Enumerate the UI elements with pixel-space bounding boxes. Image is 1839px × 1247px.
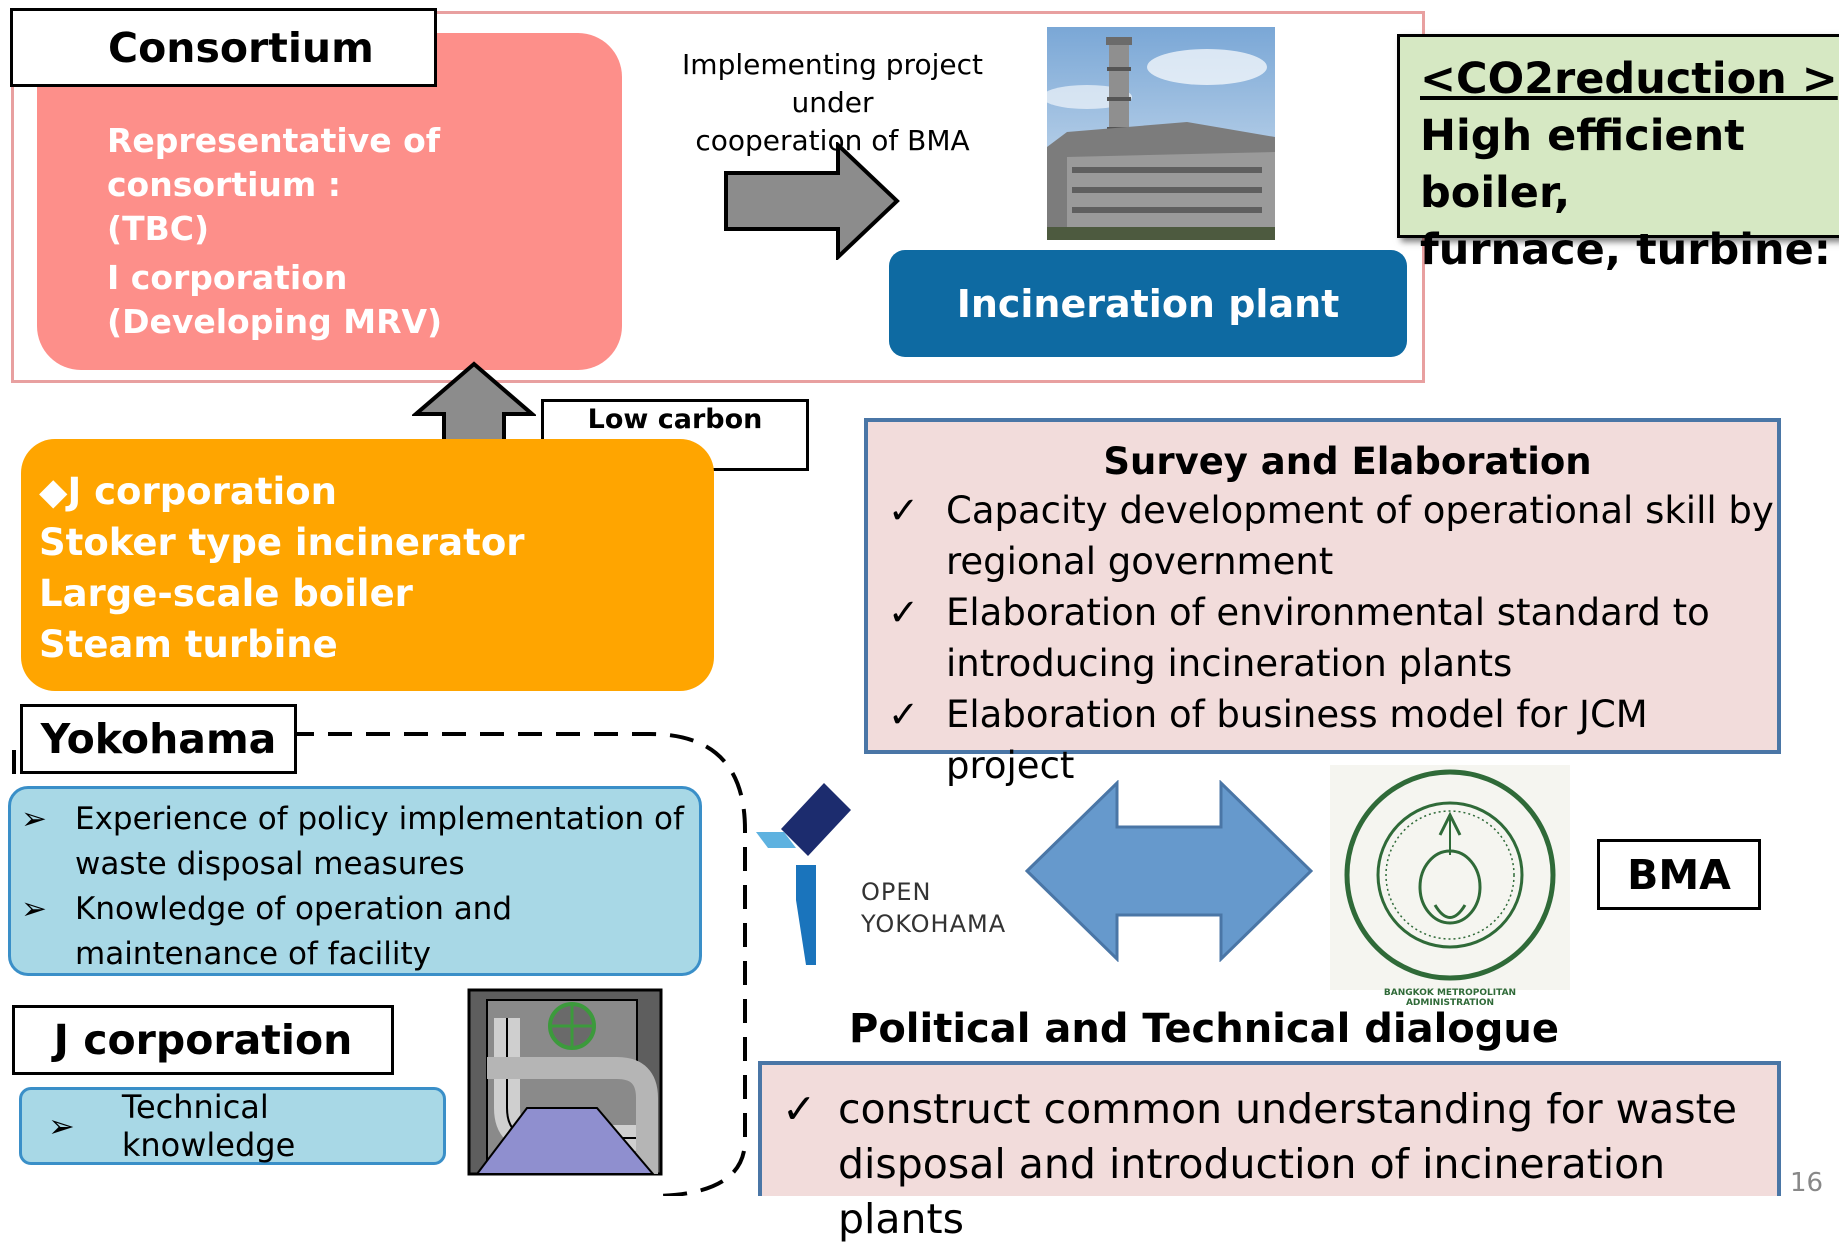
co2-reduction-box: <CO2reduction > High efficient boiler, f…	[1397, 34, 1839, 275]
j-corp-item: Large-scale boiler	[39, 572, 413, 615]
open-yokohama-line2: YOKOHAMA	[861, 910, 1007, 938]
co2-line1: High efficient boiler,	[1420, 111, 1745, 218]
yokohama-label: Yokohama	[20, 704, 297, 774]
implementing-text: Implementing project under cooperation o…	[640, 46, 1025, 160]
implementing-line2: cooperation of BMA	[695, 124, 970, 157]
double-arrow	[1025, 780, 1313, 962]
dialogue-list: ✓construct common understanding for wast…	[762, 1082, 1777, 1247]
co2-title: <CO2reduction >	[1420, 54, 1838, 104]
survey-item: ✓Elaboration of environmental standard t…	[868, 587, 1777, 689]
arrow-bullet-icon: ➢	[21, 801, 47, 837]
co2-line2: furnace, turbine:	[1420, 225, 1831, 275]
low-carbon-line1: Low carbon	[587, 404, 763, 435]
j-corp-item: Stoker type incinerator	[39, 521, 525, 564]
yokohama-item: ➢ Knowledge of operation and maintenance…	[11, 887, 689, 977]
consortium-representative: Representative of consortium : (TBC)	[107, 119, 617, 251]
i-corp-role: (Developing MRV)	[107, 302, 443, 341]
yokohama-box: ➢ Experience of policy implementation of…	[8, 786, 702, 976]
gray-right-arrow	[724, 142, 900, 260]
consortium-label: Consortium	[10, 8, 437, 87]
consortium-i-corp: I corporation (Developing MRV)	[107, 256, 617, 344]
survey-list: ✓Capacity development of operational ski…	[868, 485, 1777, 791]
i-corp-name: I corporation	[107, 258, 348, 297]
check-icon: ✓	[888, 489, 920, 532]
open-yokohama-line1: OPEN	[861, 878, 932, 906]
j-corporation-label: J corporation	[12, 1005, 394, 1075]
technical-knowledge-box: ➢ Technical knowledge	[19, 1087, 446, 1165]
survey-item: ✓Capacity development of operational ski…	[868, 485, 1777, 587]
incineration-plant-box: Incineration plant	[889, 250, 1407, 357]
boiler-illustration	[467, 988, 663, 1176]
survey-item: ✓Elaboration of business model for JCM p…	[868, 689, 1777, 791]
arrow-bullet-icon: ➢	[48, 1107, 75, 1145]
yokohama-dashed-outline	[12, 732, 747, 1196]
bma-seal-text: BANGKOK METROPOLITAN ADMINISTRATION	[1383, 988, 1517, 1008]
bma-label: BMA	[1597, 839, 1761, 910]
check-icon: ✓	[888, 591, 920, 634]
dialogue-box: ✓construct common understanding for wast…	[758, 1061, 1781, 1243]
check-icon: ✓	[782, 1085, 817, 1133]
representative-name: (TBC)	[107, 209, 210, 248]
j-corporation-box: ◆J corporation Stoker type incinerator L…	[21, 439, 714, 691]
dialogue-title: Political and Technical dialogue	[849, 1006, 1559, 1052]
incineration-plant-photo	[1047, 27, 1275, 240]
j-corp-item: Steam turbine	[39, 623, 338, 666]
j-corp-title: ◆J corporation	[39, 470, 337, 513]
check-icon: ✓	[888, 693, 920, 736]
dialogue-item: ✓construct common understanding for wast…	[762, 1082, 1777, 1247]
representative-label: Representative of consortium :	[107, 121, 441, 204]
yokohama-item: ➢ Experience of policy implementation of…	[11, 797, 689, 887]
bma-seal-icon	[1330, 765, 1570, 990]
consortium-box	[37, 33, 622, 370]
technical-knowledge-text: Technical knowledge	[121, 1088, 296, 1164]
survey-box: Survey and Elaboration ✓Capacity develop…	[864, 418, 1781, 787]
implementing-line1: Implementing project under	[682, 48, 983, 119]
yokohama-list: ➢ Experience of policy implementation of…	[11, 797, 689, 977]
open-yokohama-logo	[756, 783, 851, 965]
open-yokohama-text: OPEN YOKOHAMA	[861, 876, 1006, 940]
arrow-bullet-icon: ➢	[21, 891, 47, 927]
survey-title: Survey and Elaboration	[1103, 440, 1592, 483]
page-number: 16	[1790, 1168, 1824, 1198]
